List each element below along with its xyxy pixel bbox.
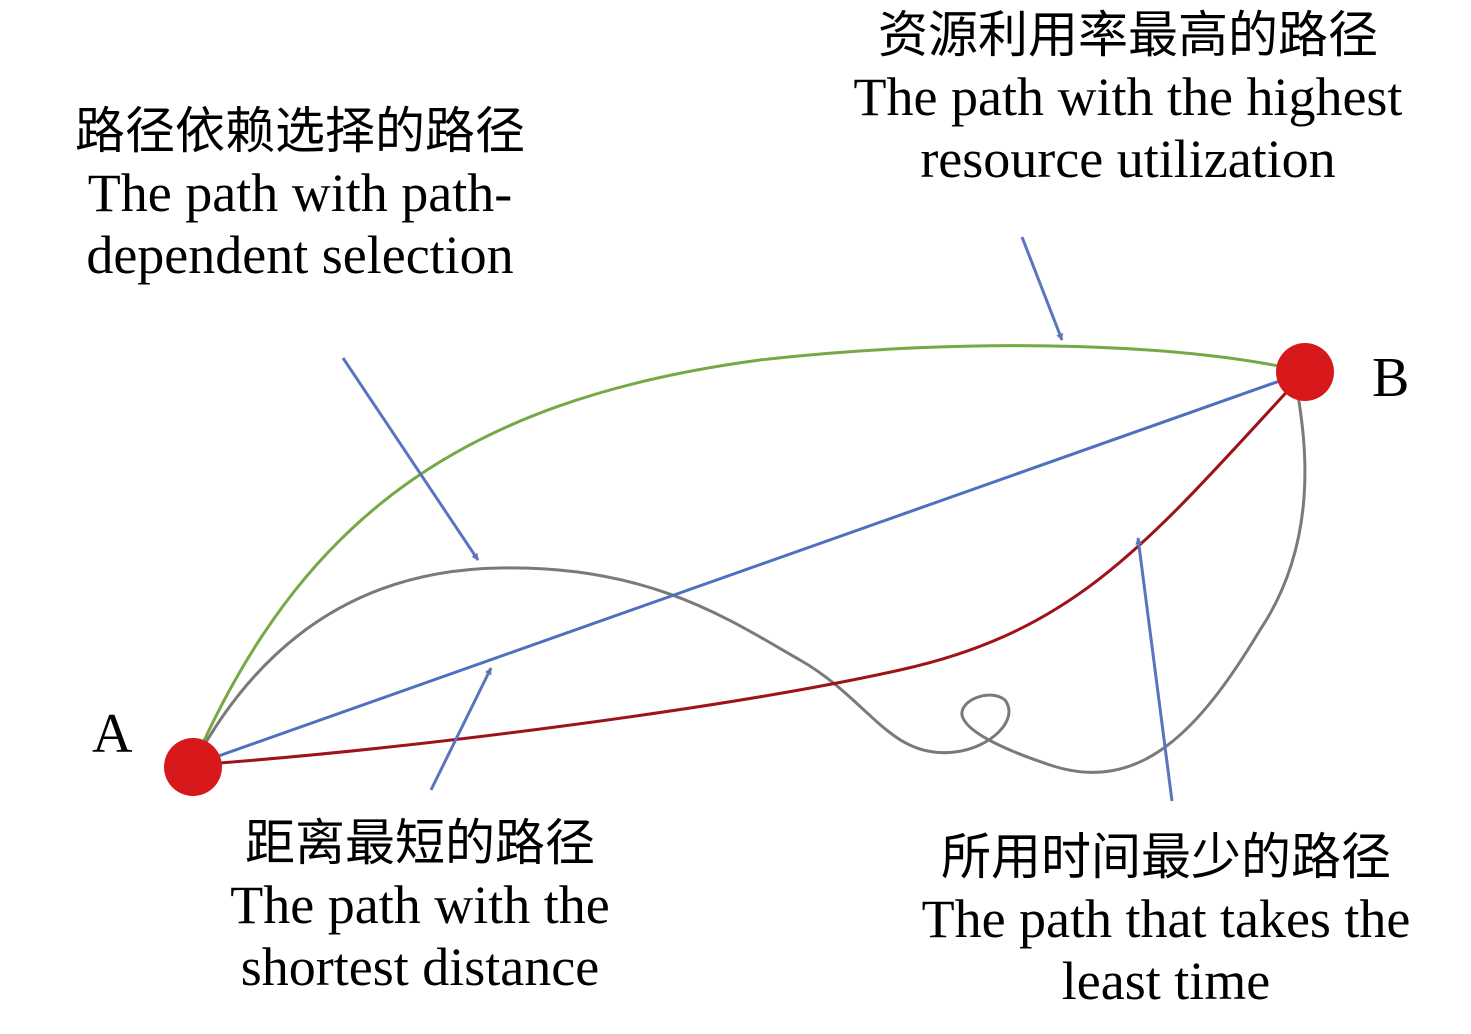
label-fastest-en-line2: least time (1061, 951, 1271, 1011)
label-shortest-en-line1: The path with the (230, 875, 610, 935)
label-resource-en-line2: resource utilization (920, 129, 1336, 189)
label-resource-path: 资源利用率最高的路径 The path with the highest res… (790, 4, 1466, 190)
pointer-shortest-arrow (429, 667, 493, 791)
label-resource-zh: 资源利用率最高的路径 (878, 6, 1378, 64)
path-resource-curve (191, 344, 1306, 766)
label-dependent-en-line2: dependent selection (86, 225, 514, 285)
label-shortest-path: 距离最短的路径 The path with the shortest dista… (180, 812, 660, 998)
node-a-dot (164, 738, 222, 796)
node-a-label: A (92, 703, 133, 765)
path-dependent-curve (191, 394, 1307, 774)
label-shortest-en-line2: shortest distance (240, 937, 600, 997)
path-shortest-line (192, 370, 1306, 767)
label-dependent-en-line1: The path with path- (87, 163, 513, 223)
path-fastest-curve (192, 370, 1307, 767)
pointer-fastest-arrow (1135, 537, 1174, 802)
label-fastest-en-line1: The path that takes the (921, 889, 1411, 949)
pointer-dependent-arrow (341, 357, 480, 561)
label-dependent-path: 路径依赖选择的路径 The path with path- dependent … (0, 100, 600, 286)
label-dependent-zh: 路径依赖选择的路径 (75, 102, 525, 160)
node-b-label: B (1372, 347, 1410, 409)
label-resource-en-line1: The path with the highest (853, 67, 1403, 127)
label-shortest-zh: 距离最短的路径 (245, 814, 595, 872)
label-fastest-path: 所用时间最少的路径 The path that takes the least … (862, 826, 1470, 1012)
pointer-resource-arrow (1020, 236, 1064, 341)
node-b-dot (1276, 343, 1334, 401)
label-fastest-zh: 所用时间最少的路径 (941, 828, 1391, 886)
